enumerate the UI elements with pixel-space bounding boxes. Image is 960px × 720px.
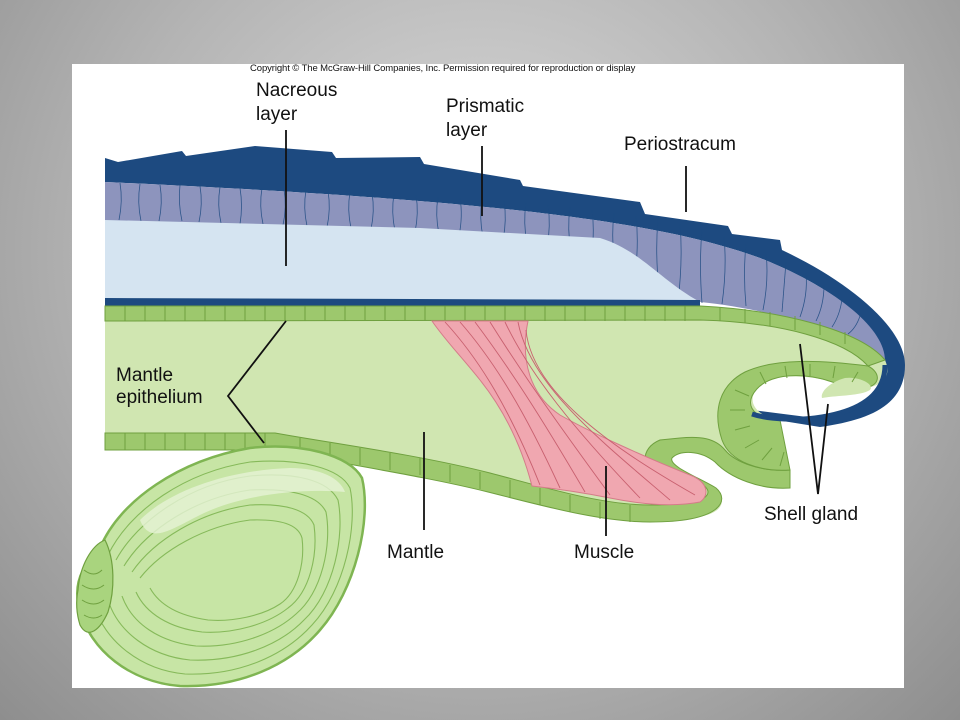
label-mantle-epithelium-line2: epithelium: [116, 387, 203, 408]
shell-gland-inner: [821, 377, 871, 398]
epithelium-cell-ticks-lower: [124, 433, 631, 522]
periostracum-layer: [105, 146, 905, 427]
label-nacreous-line2: layer: [256, 104, 298, 125]
shell-inner-boundary: [105, 298, 700, 306]
epithelium-cell-ticks-upper: [124, 306, 846, 344]
nacreous-layer: [105, 220, 700, 302]
label-muscle: Muscle: [574, 542, 634, 563]
clam-hinge: [76, 539, 114, 633]
clam-highlight: [140, 468, 345, 534]
label-nacreous-line1: Nacreous: [256, 80, 337, 101]
periostracum-groove: [751, 364, 888, 422]
copyright-notice: Copyright © The McGraw-Hill Companies, I…: [250, 63, 636, 74]
muscle-fibers: [444, 321, 696, 501]
leader-shell-gland: [799, 343, 829, 495]
clam-shell-illustration: [75, 445, 366, 688]
leader-lines: [226, 130, 829, 536]
label-prismatic-line2: layer: [446, 120, 488, 141]
label-prismatic-line1: Prismatic: [446, 96, 524, 117]
mantle-tissue: [105, 306, 888, 520]
label-periostracum: Periostracum: [624, 134, 736, 155]
mantle-epithelium-upper: [104, 305, 886, 367]
shell-gland-cell-ticks: [730, 364, 859, 467]
label-shell-gland: Shell gland: [764, 504, 858, 525]
label-mantle-epithelium-line1: Mantle: [116, 365, 173, 386]
leader-mantle-epithelium: [226, 320, 287, 444]
muscle-tissue: [431, 320, 707, 506]
label-mantle: Mantle: [387, 542, 444, 563]
